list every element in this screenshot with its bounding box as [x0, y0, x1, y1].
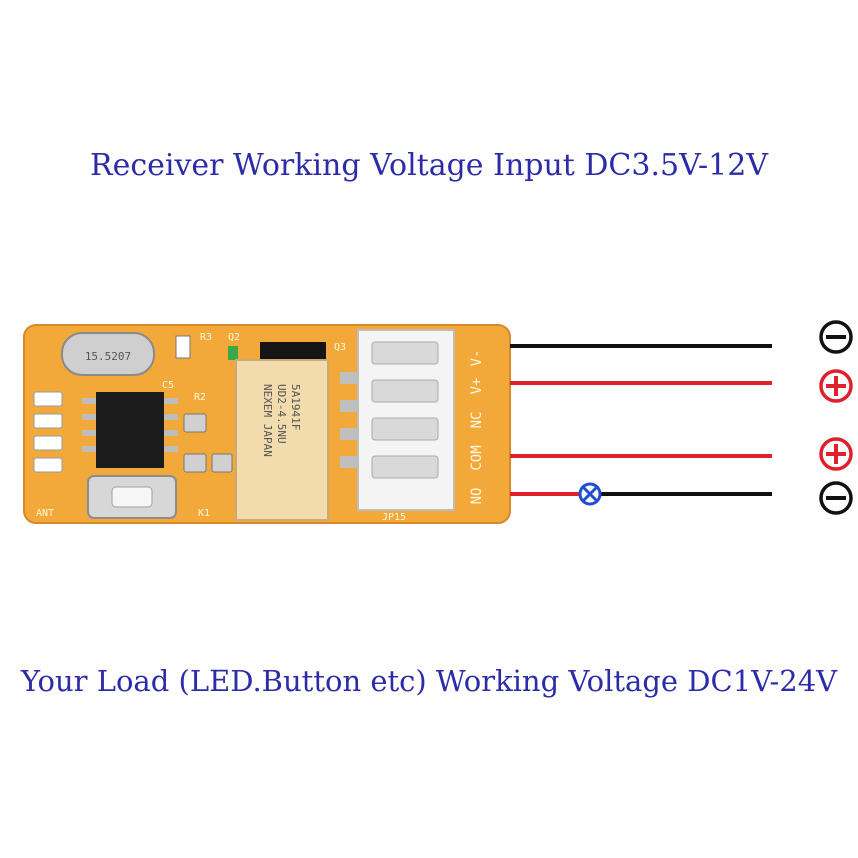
plus-icon-vplus	[819, 369, 853, 403]
receiver-voltage-label: Receiver Working Voltage Input DC3.5V-12…	[89, 148, 768, 183]
ic-pins	[82, 398, 178, 452]
ic-chip	[96, 392, 164, 468]
relay-model: 5A1941F	[289, 384, 302, 430]
load-lamp-icon	[578, 482, 602, 506]
plus-icon-com	[819, 437, 853, 471]
silkscreen-refs: R3 Q2 C5 R2 K1 ANT Q3	[36, 332, 346, 519]
smd-components-mid	[175, 335, 233, 473]
learn-button-cap	[111, 486, 153, 508]
ref-k1: K1	[198, 508, 210, 519]
relay	[235, 359, 329, 521]
ref-q3: Q3	[334, 342, 346, 353]
relay-rating: UD2-4.5NU	[275, 384, 288, 444]
smd-components-left	[33, 391, 63, 473]
terminal-label-nc: NC	[469, 412, 485, 429]
terminal-labels: V- V+ NC COM NO	[469, 350, 485, 505]
relay-brand: NEXEM JAPAN	[261, 384, 274, 457]
ref-ant: ANT	[36, 508, 54, 519]
relay-markings: 5A1941F UD2-4.5NU NEXEM JAPAN	[261, 384, 302, 457]
terminal-label-vminus: V-	[469, 350, 485, 367]
ref-c5: C5	[162, 380, 174, 391]
connector-slots	[371, 341, 439, 479]
terminal-label-vplus: V+	[469, 378, 485, 395]
connector-label: JP15	[382, 512, 406, 523]
ref-q2: Q2	[228, 332, 240, 343]
crystal-label: 15.5207	[85, 350, 131, 363]
crystal-oscillator	[61, 332, 155, 376]
ref-r2: R2	[194, 392, 206, 403]
load-voltage-label: Your Load (LED.Button etc) Working Volta…	[20, 664, 838, 698]
minus-icon-bottom	[819, 481, 853, 515]
header-pins	[340, 372, 358, 468]
terminal-label-no: NO	[469, 488, 485, 505]
minus-icon-top	[819, 320, 853, 354]
ref-r3: R3	[200, 332, 212, 343]
terminal-label-com: COM	[469, 445, 485, 470]
led-indicator	[228, 346, 238, 360]
